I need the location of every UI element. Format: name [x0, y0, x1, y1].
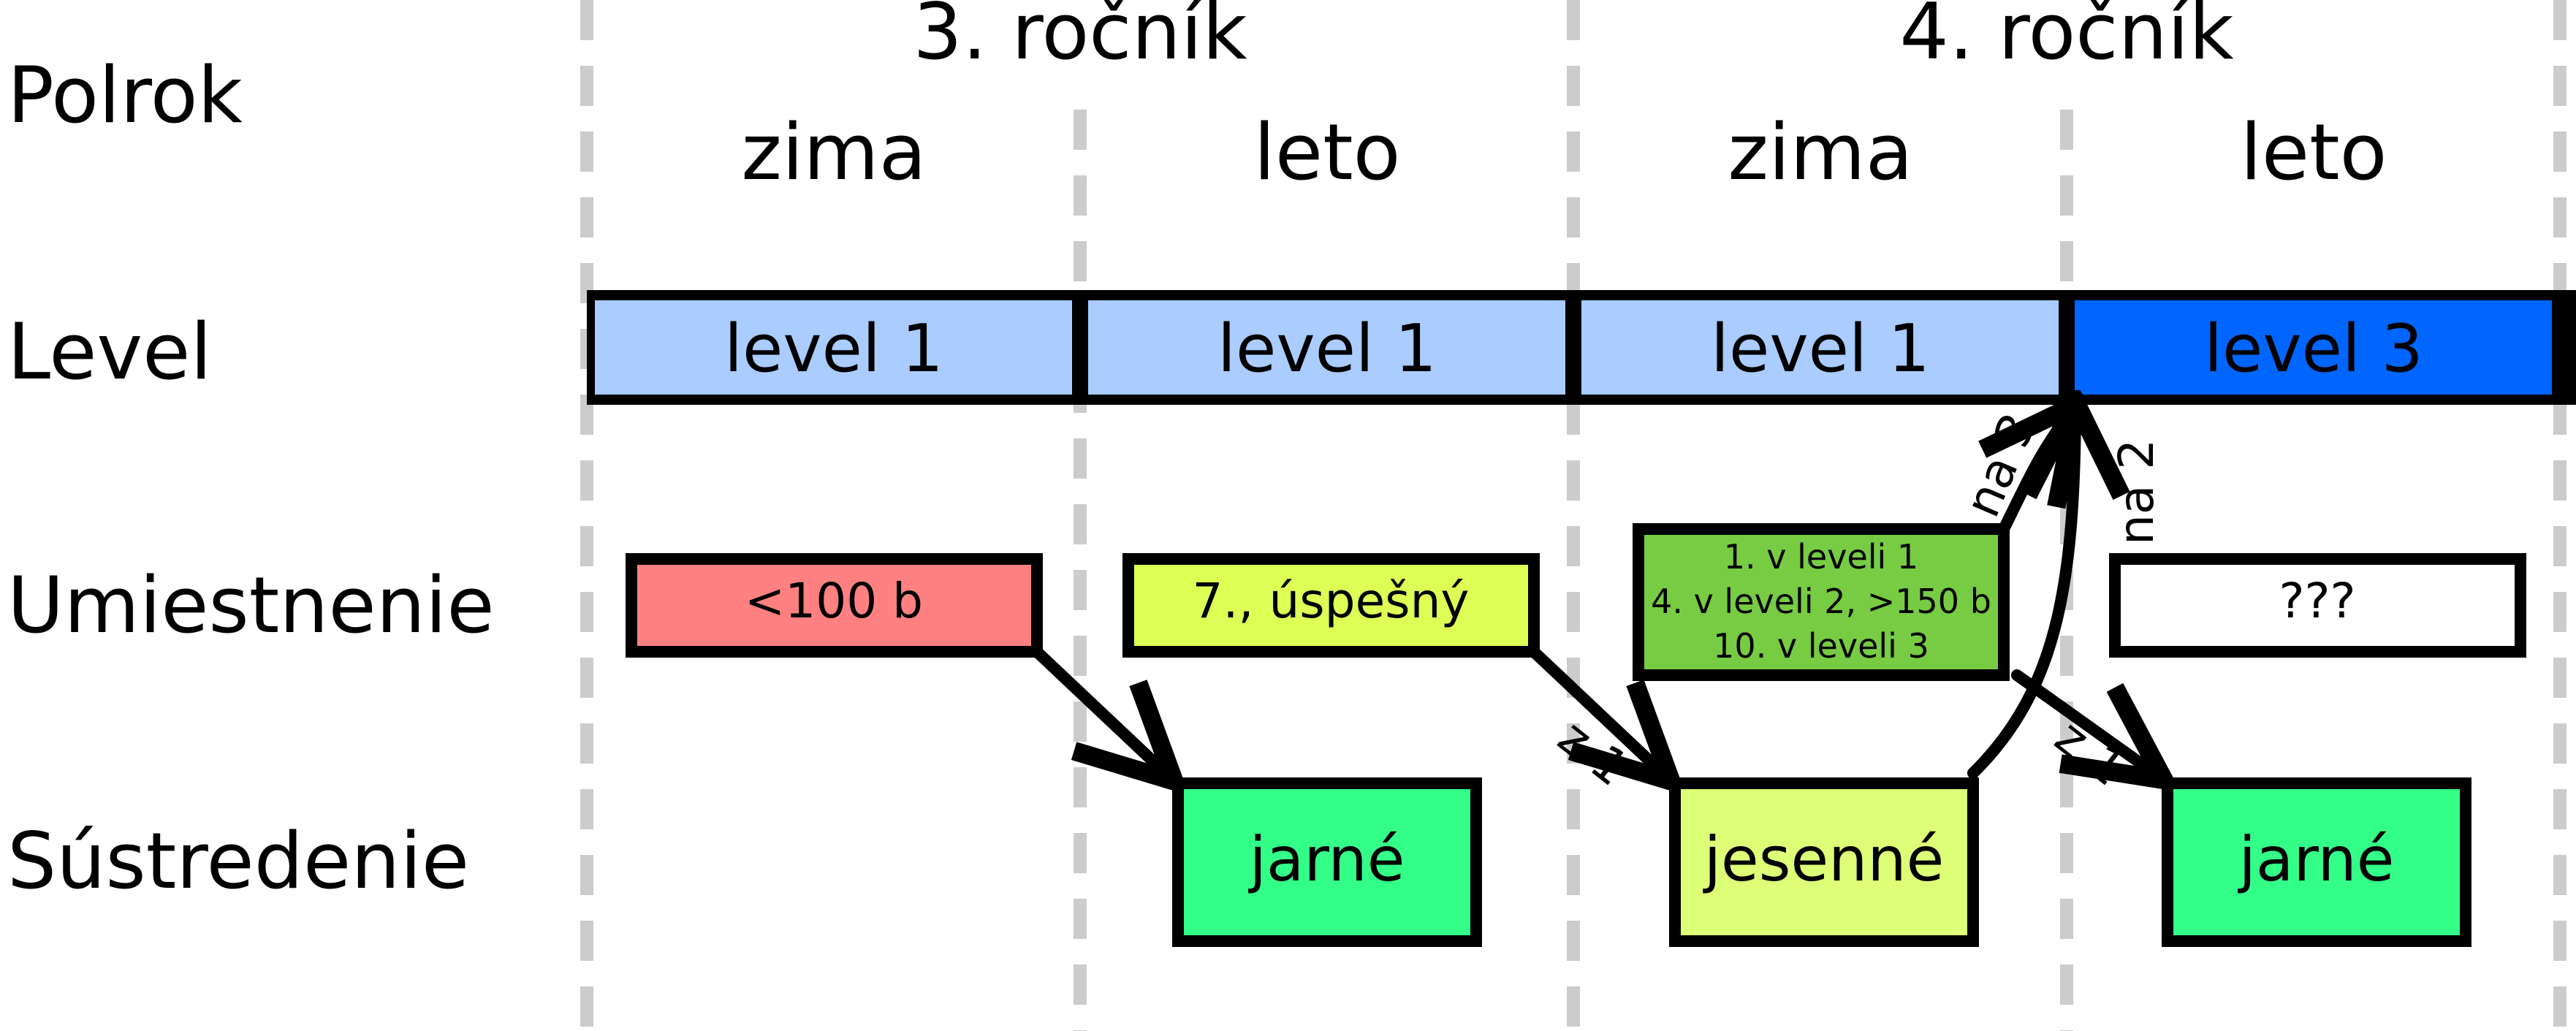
semester-header: leto [2240, 107, 2387, 197]
year-header: 4. ročník [1899, 0, 2234, 77]
arrow-label: na 2 [2108, 439, 2165, 545]
arrow-label: z 1 [2045, 709, 2135, 797]
placement-text: ??? [2279, 573, 2355, 629]
semester-header: leto [1253, 107, 1400, 197]
arrow-label: z 1 [1548, 709, 1638, 797]
placement-row [626, 523, 2526, 681]
placement-box [1633, 523, 2010, 681]
camp-label: jarné [1248, 823, 1405, 895]
placement-box [1122, 553, 1540, 658]
placement-box [626, 553, 1043, 658]
row-label-sustredenie: Sústredenie [7, 816, 469, 906]
level-label: level 1 [724, 311, 943, 387]
camp-label: jarné [2238, 823, 2395, 895]
level-track: level 1 level 1 level 1 level 3 [587, 290, 2576, 405]
camp-box [1669, 777, 1979, 947]
arrow-placement-to-camp [1528, 646, 1663, 773]
row-label-umiestnenie: Umiestnenie [7, 560, 495, 650]
semester-header: zima [741, 107, 926, 197]
camp-box [2162, 777, 2471, 947]
level-label: level 1 [1711, 311, 1930, 387]
row-label-polrok: Polrok [7, 50, 243, 140]
camp-box [1172, 777, 1482, 947]
placement-text: 1. v leveli 1 [1724, 537, 1918, 577]
camp-label: jesenné [1703, 823, 1945, 895]
year-header: 3. ročník [913, 0, 1247, 77]
semester-header: zima [1728, 107, 1912, 197]
level-cell [1088, 300, 1565, 395]
level-label: level 3 [2204, 311, 2423, 387]
row-label-level: Level [7, 307, 212, 397]
placement-text: 7., úspešný [1193, 573, 1470, 629]
level-cell [595, 300, 1072, 395]
arrows [1031, 414, 2154, 779]
placement-text: <100 b [745, 573, 923, 629]
placement-text: 10. v leveli 3 [1713, 626, 1929, 666]
arrow-placement-to-camp [1031, 646, 1166, 773]
arrow-camp-to-level [1967, 414, 2075, 779]
level-cell [1581, 300, 2059, 395]
placement-text: 4. v leveli 2, >150 b [1651, 582, 1991, 621]
level-label: level 1 [1217, 311, 1437, 387]
placement-box [2109, 553, 2526, 658]
camp-row [1172, 777, 2471, 947]
arrow-placement-to-camp [2011, 669, 2154, 773]
level-cell-highlight [2075, 300, 2552, 395]
